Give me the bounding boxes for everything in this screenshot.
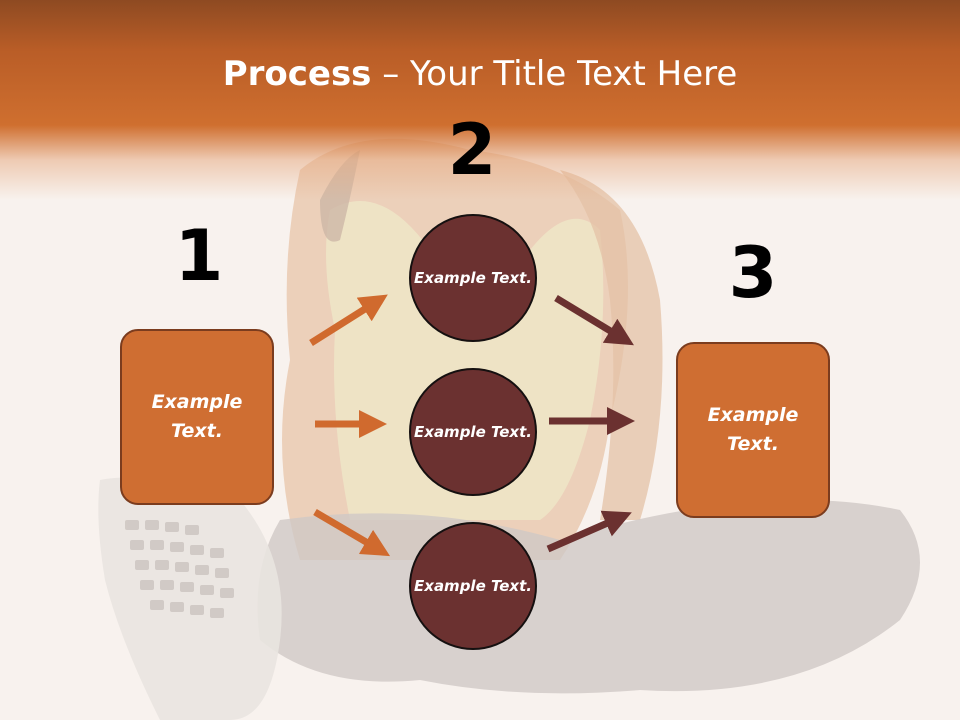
page-title: Process – Your Title Text Here bbox=[0, 52, 960, 96]
step-2-circle-top[interactable]: Example Text. bbox=[409, 214, 537, 342]
circle-top-text: Example Text. bbox=[414, 268, 532, 287]
arrow-to-top-circle bbox=[309, 294, 388, 346]
left-arrows bbox=[309, 294, 391, 557]
right-arrows bbox=[546, 295, 635, 553]
step-number-2: 2 bbox=[447, 109, 497, 191]
step-1-text: Example Text. bbox=[151, 391, 243, 442]
header-band bbox=[0, 0, 960, 200]
arrow-to-bottom-circle bbox=[313, 508, 391, 557]
step-3-box[interactable]: Example Text. bbox=[676, 342, 830, 518]
circle-bottom-text: Example Text. bbox=[414, 576, 532, 595]
step-2-circle-bottom[interactable]: Example Text. bbox=[409, 522, 537, 650]
step-number-1: 1 bbox=[174, 215, 224, 297]
title-bold: Process bbox=[222, 54, 372, 94]
arrow-from-top-circle bbox=[554, 295, 634, 346]
step-2-circle-middle[interactable]: Example Text. bbox=[409, 368, 537, 496]
title-rest: – Your Title Text Here bbox=[371, 54, 738, 94]
step-1-box[interactable]: Example Text. bbox=[120, 329, 274, 505]
step-3-text: Example Text. bbox=[707, 404, 799, 455]
step-number-3: 3 bbox=[728, 232, 778, 314]
arrow-from-bottom-circle bbox=[546, 510, 632, 553]
circle-middle-text: Example Text. bbox=[414, 422, 532, 441]
